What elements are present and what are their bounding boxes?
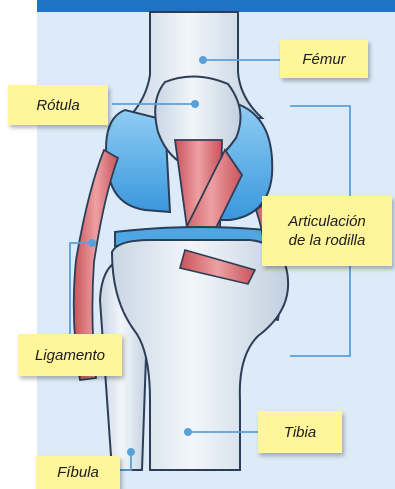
fibula-label-text: Fíbula <box>57 463 99 482</box>
femur-label-text: Fémur <box>302 50 345 69</box>
articulacion-label-line1: Articulación <box>288 212 366 231</box>
tibia-label: Tibia <box>258 411 342 453</box>
rotula-leader-dot <box>191 100 199 108</box>
tibia-leader-dot <box>184 428 192 436</box>
ligamento-label: Ligamento <box>18 334 122 376</box>
tibia-label-text: Tibia <box>284 423 316 442</box>
ligamento-label-text: Ligamento <box>35 346 105 365</box>
fibula-label: Fíbula <box>36 456 120 489</box>
top-bar <box>37 0 395 12</box>
fibula-leader-dot <box>127 448 135 456</box>
femur-label: Fémur <box>280 40 368 78</box>
rotula-label-text: Rótula <box>36 96 79 115</box>
femur-leader-dot <box>199 56 207 64</box>
articulacion-label-line2: de la rodilla <box>289 231 366 250</box>
rotula-label: Rótula <box>8 85 108 125</box>
ligamento-leader-dot <box>88 239 96 247</box>
articulacion-label: Articulación de la rodilla <box>262 196 392 266</box>
